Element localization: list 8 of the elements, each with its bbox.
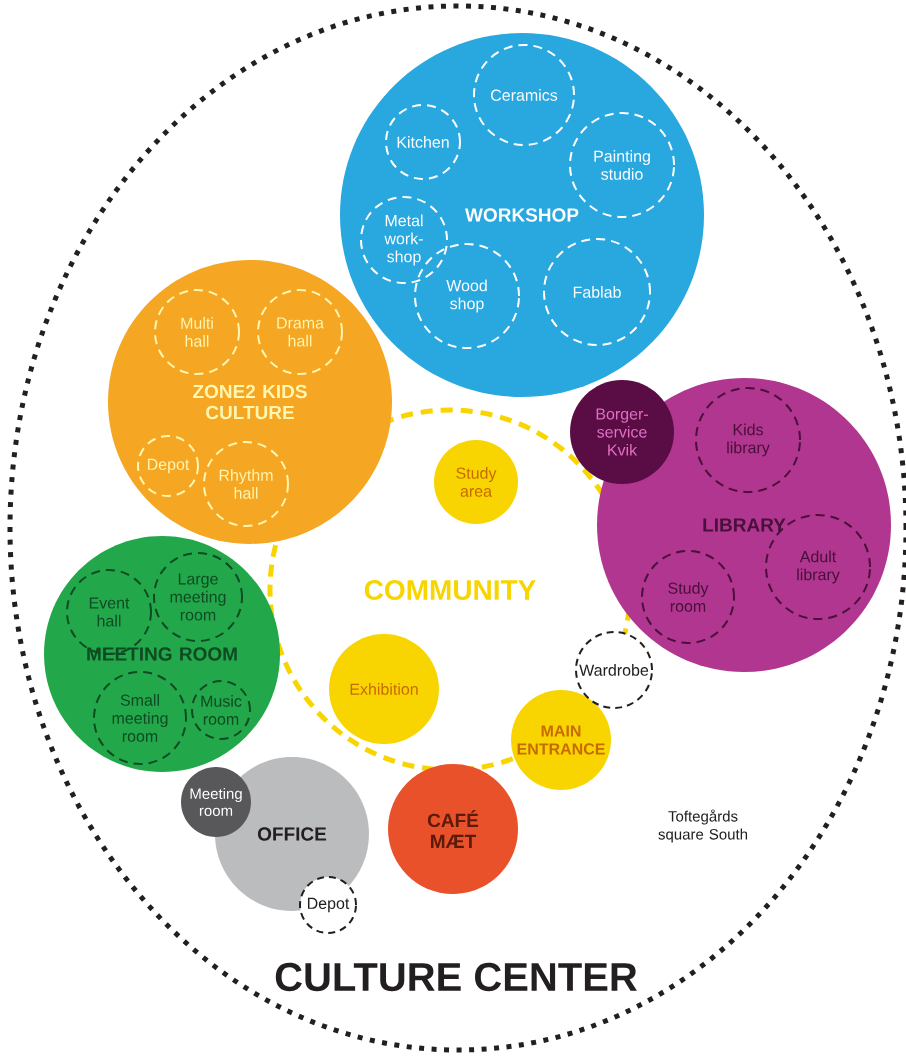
room-bubble: MAIN ENTRANCE bbox=[511, 690, 611, 790]
room-bubble: Borger-service Kvik bbox=[570, 380, 674, 484]
room-bubble: Exhibition bbox=[329, 634, 439, 744]
room-bubble: CAFÉ MÆT bbox=[388, 764, 518, 894]
note: Toftegårds square South bbox=[658, 809, 748, 843]
room-bubble: Meeting room bbox=[181, 767, 251, 837]
title: CULTURE CENTER bbox=[275, 962, 637, 992]
room-bubble: Study area bbox=[434, 440, 518, 524]
